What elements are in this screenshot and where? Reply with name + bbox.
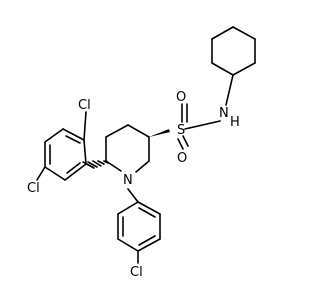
- ring-nitrogen-label: N: [123, 173, 133, 188]
- piperidine-ring: [105, 124, 150, 173]
- chlorophenyl-ring: [117, 201, 161, 264]
- molecule-structure-canvas: S O O N H N Cl Cl Cl: [27, 26, 256, 280]
- sulfur-atom-label: S: [177, 123, 185, 138]
- chlorine-left-label: Cl: [27, 181, 40, 196]
- dichlorophenyl-ring: [36, 111, 87, 181]
- oxygen-top-label: O: [176, 90, 186, 105]
- wedge-bond-c3-s: [149, 129, 170, 137]
- molecule-svg: S O O N H N Cl Cl Cl: [27, 26, 256, 280]
- cyclohexyl-ring: [211, 26, 256, 76]
- sulfonamide-linkage: [177, 74, 234, 150]
- chlorine-top-label: Cl: [78, 98, 91, 113]
- chlorine-bottom-label: Cl: [130, 265, 143, 280]
- hashed-bond-c6-aryl: [82, 160, 109, 169]
- n-aryl-bond: [127, 188, 139, 203]
- h-on-nitrogen-label: H: [230, 115, 240, 130]
- oxygen-bottom-label: O: [177, 151, 187, 166]
- nitrogen-h-label: N: [219, 106, 229, 121]
